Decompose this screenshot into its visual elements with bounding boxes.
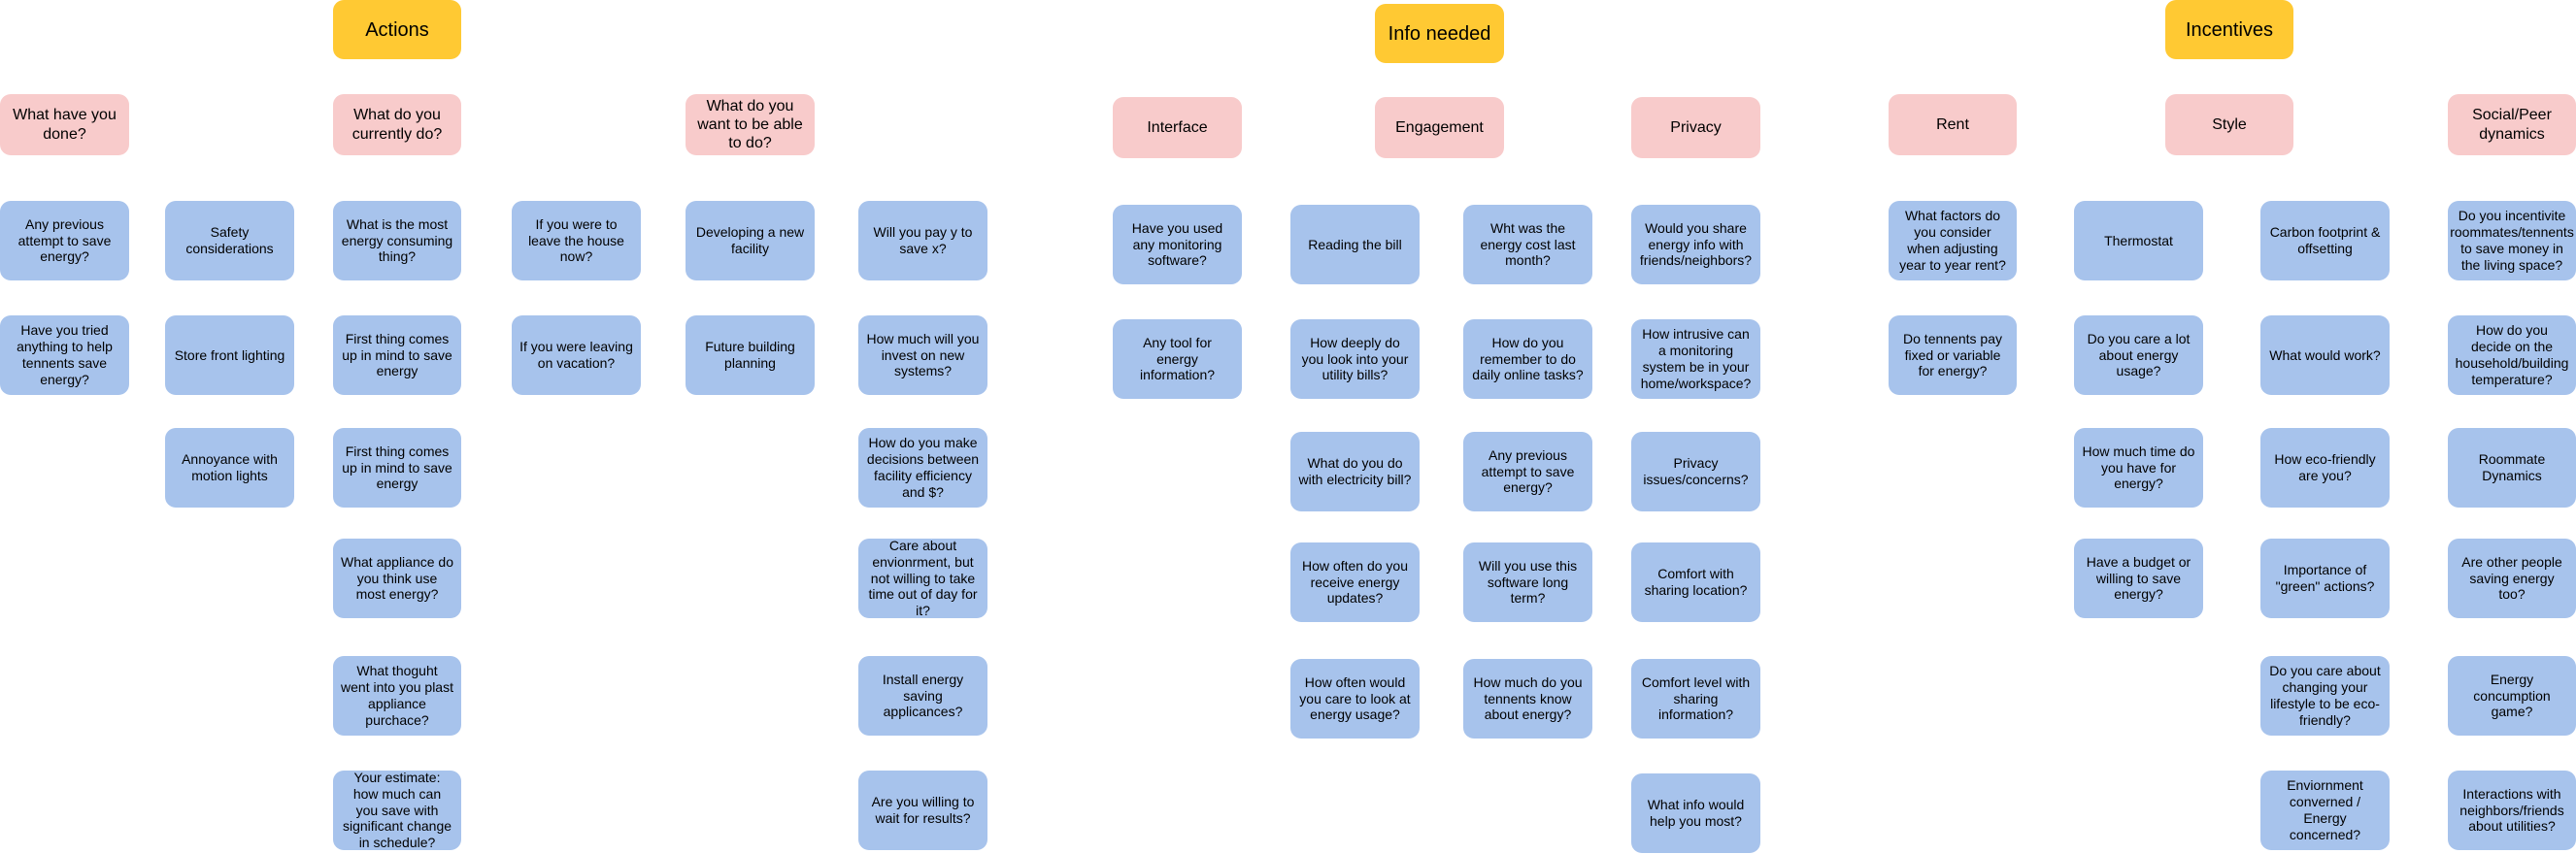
note: What thoguht went into you plast applian…	[333, 656, 461, 736]
subheader-engagement: Engagement	[1375, 97, 1504, 158]
note: Care about envionrment, but not willing …	[858, 538, 987, 618]
note: Any tool for energy information?	[1113, 319, 1242, 399]
note: Are other people saving energy too?	[2448, 539, 2576, 618]
note: Enviornment converned / Energy concerned…	[2260, 771, 2390, 850]
note: Thermostat	[2074, 201, 2203, 280]
note: First thing comes up in mind to save ene…	[333, 428, 461, 508]
note: Annoyance with motion lights	[165, 428, 294, 508]
note: Have you tried anything to help tennents…	[0, 315, 129, 395]
category-header-info-needed: Info needed	[1375, 4, 1504, 63]
subheader-social-peer-dynamics: Social/Peer dynamics	[2448, 94, 2576, 155]
note: Wht was the energy cost last month?	[1463, 205, 1592, 284]
note: Interactions with neighbors/friends abou…	[2448, 771, 2576, 850]
note: Comfort level with sharing information?	[1631, 659, 1760, 739]
note: How much time do you have for energy?	[2074, 428, 2203, 508]
note: Future building planning	[686, 315, 815, 395]
note: What factors do you consider when adjust…	[1889, 201, 2017, 280]
subheader-what-have-you-done: What have you done?	[0, 94, 129, 155]
note: Do you care a lot about energy usage?	[2074, 315, 2203, 395]
note: How often would you care to look at ener…	[1290, 659, 1420, 739]
note: Store front lighting	[165, 315, 294, 395]
note: First thing comes up in mind to save ene…	[333, 315, 461, 395]
subheader-rent: Rent	[1889, 94, 2017, 155]
note: Will you pay y to save x?	[858, 201, 987, 280]
note: How do you decide on the household/build…	[2448, 315, 2576, 395]
note: Do you incentivite roommates/tennents to…	[2448, 201, 2576, 280]
subheader-want-to-be-able-to-do: What do you want to be able to do?	[686, 94, 815, 155]
note: Will you use this software long term?	[1463, 542, 1592, 622]
note: What do you do with electricity bill?	[1290, 432, 1420, 511]
note: Do tennents pay fixed or variable for en…	[1889, 315, 2017, 395]
note: How deeply do you look into your utility…	[1290, 319, 1420, 399]
note: Are you willing to wait for results?	[858, 771, 987, 850]
note: Have a budget or willing to save energy?	[2074, 539, 2203, 618]
note: How eco-friendly are you?	[2260, 428, 2390, 508]
note: What is the most energy consuming thing?	[333, 201, 461, 280]
note: Importance of "green" actions?	[2260, 539, 2390, 618]
note: How much do you tennents know about ener…	[1463, 659, 1592, 739]
note: Would you share energy info with friends…	[1631, 205, 1760, 284]
note: Energy concumption game?	[2448, 656, 2576, 736]
note: How intrusive can a monitoring system be…	[1631, 319, 1760, 399]
note: How much will you invest on new systems?	[858, 315, 987, 395]
note: Do you care about changing your lifestyl…	[2260, 656, 2390, 736]
note: What would work?	[2260, 315, 2390, 395]
note: Carbon footprint & offsetting	[2260, 201, 2390, 280]
subheader-privacy: Privacy	[1631, 97, 1760, 158]
note: Any previous attempt to save energy?	[1463, 432, 1592, 511]
category-header-actions: Actions	[333, 0, 461, 59]
note: Install energy saving applicances?	[858, 656, 987, 736]
note: Developing a new facility	[686, 201, 815, 280]
note: Any previous attempt to save energy?	[0, 201, 129, 280]
note: If you were to leave the house now?	[512, 201, 641, 280]
note: Comfort with sharing location?	[1631, 542, 1760, 622]
note: How often do you receive energy updates?	[1290, 542, 1420, 622]
note: How do you make decisions between facili…	[858, 428, 987, 508]
note: Your estimate: how much can you save wit…	[333, 770, 461, 850]
note: If you were leaving on vacation?	[512, 315, 641, 395]
note: What info would help you most?	[1631, 773, 1760, 853]
subheader-interface: Interface	[1113, 97, 1242, 158]
note: How do you remember to do daily online t…	[1463, 319, 1592, 399]
note: Privacy issues/concerns?	[1631, 432, 1760, 511]
subheader-what-do-you-currently-do: What do you currently do?	[333, 94, 461, 155]
note: Roommate Dynamics	[2448, 428, 2576, 508]
note: Reading the bill	[1290, 205, 1420, 284]
category-header-incentives: Incentives	[2165, 0, 2293, 59]
note: Safety considerations	[165, 201, 294, 280]
subheader-style: Style	[2165, 94, 2293, 155]
note: What appliance do you think use most ene…	[333, 539, 461, 618]
note: Have you used any monitoring software?	[1113, 205, 1242, 284]
